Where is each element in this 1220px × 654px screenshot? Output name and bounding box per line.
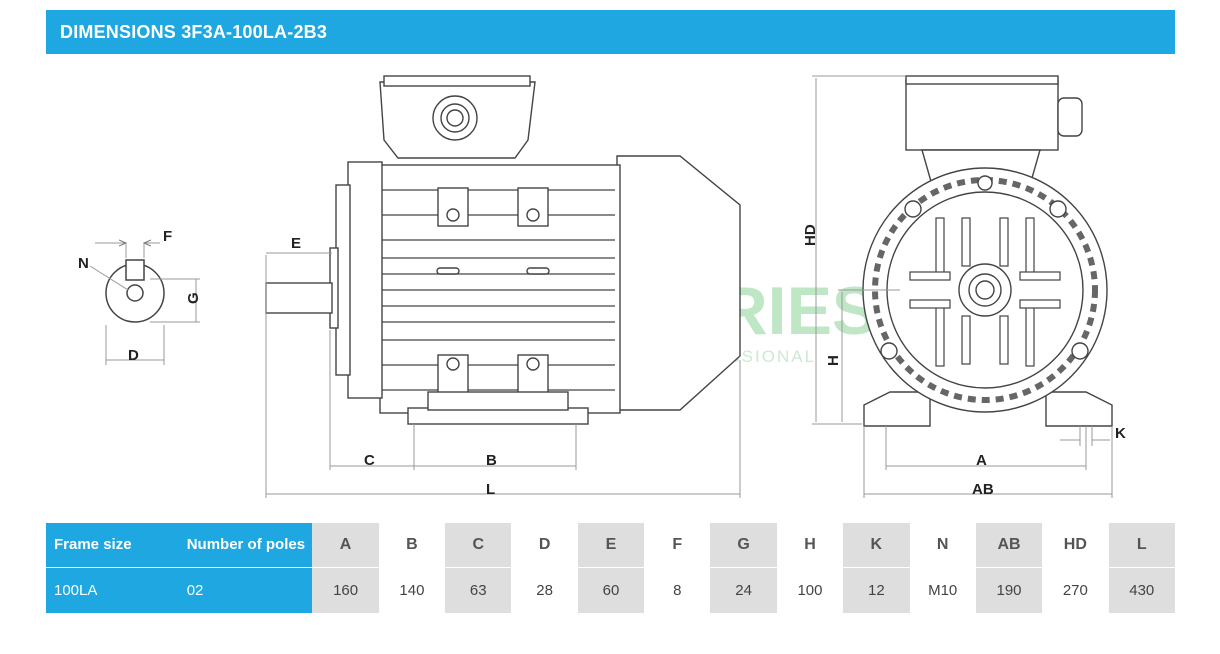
- side-view-dimensions: [265, 252, 741, 498]
- page-title: DIMENSIONS 3F3A-100LA-2B3: [60, 22, 328, 42]
- title-bar: DIMENSIONS 3F3A-100LA-2B3: [46, 10, 1175, 54]
- label-H: H: [825, 355, 842, 366]
- label-N: N: [78, 255, 89, 272]
- label-K: K: [1115, 425, 1126, 442]
- value-cell: 270: [1042, 567, 1109, 613]
- label-C: C: [364, 452, 375, 469]
- value-cell: 140: [378, 567, 446, 613]
- col-header: A: [312, 523, 379, 568]
- poles-cell: 02: [178, 567, 313, 613]
- motor-side-view: [265, 75, 741, 425]
- label-L: L: [486, 481, 495, 498]
- value-cell: 28: [511, 567, 578, 613]
- motor-front-view: [862, 75, 1113, 427]
- frame-size-header: Frame size: [46, 523, 179, 568]
- motor-dimension-drawing: 247INDUSTRIES ENGINEERED AS A PROFESSION…: [78, 75, 1126, 498]
- table-row: 100LA 02 160 140 63 28 60 8 24 100 12 M1…: [46, 567, 1175, 613]
- value-cell: 190: [975, 567, 1043, 613]
- col-header: E: [577, 523, 645, 568]
- col-header: N: [936, 536, 949, 553]
- value-cell: 430: [1108, 567, 1175, 613]
- value-cell: 160: [312, 567, 379, 613]
- col-header: D: [538, 536, 551, 553]
- frame-size-cell: 100LA: [46, 567, 179, 613]
- col-header: C: [445, 523, 512, 568]
- label-AB: AB: [972, 481, 994, 498]
- value-cell: 24: [710, 567, 777, 613]
- value-cell: 60: [577, 567, 645, 613]
- col-header: G: [710, 523, 777, 568]
- label-D: D: [128, 347, 139, 364]
- col-header: H: [804, 536, 816, 553]
- label-F: F: [163, 228, 172, 245]
- col-header: K: [843, 523, 910, 568]
- col-header: AB: [975, 523, 1043, 568]
- shaft-section-view: F N G D: [78, 228, 202, 365]
- front-view-dimensions: [812, 75, 1113, 498]
- label-G: G: [185, 292, 202, 304]
- col-header: F: [672, 536, 683, 553]
- value-cell: 100: [776, 567, 844, 613]
- value-cell: 63: [445, 567, 512, 613]
- table-header-row: Frame size Number of poles A B C D E F G…: [46, 523, 1175, 568]
- col-header: HD: [1063, 536, 1087, 553]
- value-cell: 12: [843, 567, 910, 613]
- label-A: A: [976, 452, 987, 469]
- col-header: L: [1108, 523, 1175, 568]
- poles-header: Number of poles: [178, 523, 313, 568]
- label-E: E: [291, 235, 301, 252]
- dimensions-table: Frame size Number of poles A B C D E F G…: [46, 523, 1175, 613]
- value-cell: 8: [644, 567, 711, 613]
- col-header: B: [406, 536, 418, 553]
- value-cell: M10: [909, 567, 976, 613]
- label-HD: HD: [802, 224, 819, 246]
- label-B: B: [486, 452, 497, 469]
